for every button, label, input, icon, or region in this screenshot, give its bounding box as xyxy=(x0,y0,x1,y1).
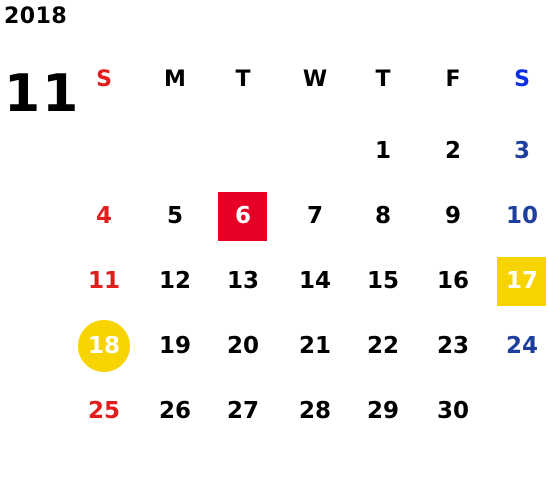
day-number: 24 xyxy=(505,332,538,359)
day-number: 26 xyxy=(158,397,191,424)
day-number: 16 xyxy=(436,267,469,294)
day-number: 20 xyxy=(226,332,259,359)
day-cell-14[interactable]: 14 xyxy=(285,261,345,301)
weekday-header-wed: W xyxy=(302,67,328,92)
day-cell-17[interactable]: 17 xyxy=(492,257,548,306)
day-number: 25 xyxy=(87,397,120,424)
day-cell-24[interactable]: 24 xyxy=(492,326,548,366)
day-highlight-square xyxy=(497,257,546,306)
day-number: 2 xyxy=(444,137,461,164)
weekday-header-mon: M xyxy=(164,67,186,92)
day-number: 9 xyxy=(444,202,461,229)
day-cell-19[interactable]: 19 xyxy=(145,326,205,366)
day-number: 3 xyxy=(513,137,530,164)
day-number: 15 xyxy=(366,267,399,294)
day-number: 13 xyxy=(226,267,259,294)
day-cell-23[interactable]: 23 xyxy=(423,326,483,366)
day-cell-11[interactable]: 11 xyxy=(74,261,134,301)
day-number: 12 xyxy=(158,267,191,294)
weekday-header-fri: F xyxy=(445,67,461,92)
day-cell-4[interactable]: 4 xyxy=(74,196,134,236)
day-number: 10 xyxy=(505,202,538,229)
day-cell-16[interactable]: 16 xyxy=(423,261,483,301)
day-cell-27[interactable]: 27 xyxy=(213,391,273,431)
weekday-header-sun: S xyxy=(96,67,112,92)
day-cell-22[interactable]: 22 xyxy=(353,326,413,366)
day-number: 21 xyxy=(298,332,331,359)
day-highlight-circle xyxy=(78,320,130,372)
weekday-header-thu: T xyxy=(375,67,391,92)
day-cell-1[interactable]: 1 xyxy=(353,131,413,171)
day-cell-29[interactable]: 29 xyxy=(353,391,413,431)
day-cell-30[interactable]: 30 xyxy=(423,391,483,431)
day-cell-28[interactable]: 28 xyxy=(285,391,345,431)
day-cell-2[interactable]: 2 xyxy=(423,131,483,171)
day-number: 27 xyxy=(226,397,259,424)
day-cell-26[interactable]: 26 xyxy=(145,391,205,431)
day-cell-25[interactable]: 25 xyxy=(74,391,134,431)
day-number: 5 xyxy=(166,202,183,229)
day-cell-6[interactable]: 6 xyxy=(213,192,273,241)
day-number: 19 xyxy=(158,332,191,359)
day-number: 17 xyxy=(505,267,538,294)
day-cell-12[interactable]: 12 xyxy=(145,261,205,301)
day-cell-10[interactable]: 10 xyxy=(492,196,548,236)
weekday-header-tue: T xyxy=(235,67,251,92)
day-cell-18[interactable]: 18 xyxy=(74,320,134,372)
day-number: 28 xyxy=(298,397,331,424)
day-cell-8[interactable]: 8 xyxy=(353,196,413,236)
day-number: 23 xyxy=(436,332,469,359)
day-number: 29 xyxy=(366,397,399,424)
calendar-month: 11 xyxy=(4,64,81,124)
day-highlight-square xyxy=(218,192,267,241)
calendar-year: 2018 xyxy=(4,4,68,29)
day-number: 8 xyxy=(374,202,391,229)
weekday-header-sat: S xyxy=(514,67,530,92)
day-number: 18 xyxy=(87,332,120,359)
day-number: 22 xyxy=(366,332,399,359)
day-number: 14 xyxy=(298,267,331,294)
day-number: 11 xyxy=(87,267,120,294)
day-cell-21[interactable]: 21 xyxy=(285,326,345,366)
day-cell-20[interactable]: 20 xyxy=(213,326,273,366)
day-number: 1 xyxy=(374,137,391,164)
day-cell-9[interactable]: 9 xyxy=(423,196,483,236)
day-number: 7 xyxy=(306,202,323,229)
day-number: 30 xyxy=(436,397,469,424)
day-cell-3[interactable]: 3 xyxy=(492,131,548,171)
day-cell-13[interactable]: 13 xyxy=(213,261,273,301)
day-cell-15[interactable]: 15 xyxy=(353,261,413,301)
day-number: 6 xyxy=(234,202,251,229)
day-number: 4 xyxy=(95,202,112,229)
day-cell-7[interactable]: 7 xyxy=(285,196,345,236)
day-cell-5[interactable]: 5 xyxy=(145,196,205,236)
